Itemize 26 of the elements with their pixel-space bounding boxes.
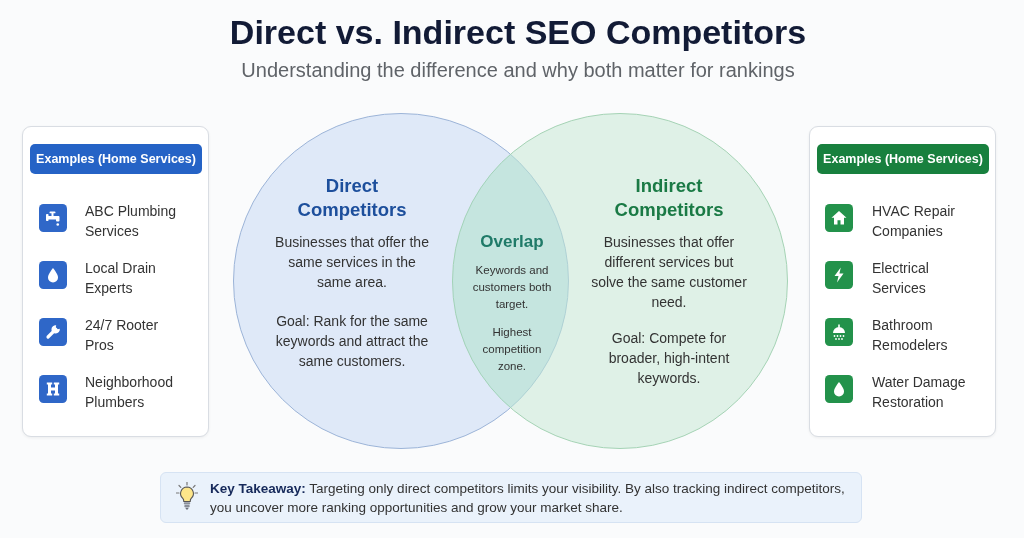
circle-title: Indirect Competitors: [613, 174, 725, 222]
example-name: Neighborhood Plumbers: [85, 373, 174, 412]
example-name: ABC Plumbing Services: [85, 202, 178, 241]
description-text: Goal: Rank for the same keywords and attract the same customers.: [274, 312, 430, 371]
description-text: Keywords and customers both target.: [471, 262, 553, 312]
example-name: Electrical Services: [872, 259, 930, 298]
example-name: Local Drain Experts: [85, 259, 157, 298]
description-text: Highest competition zone.: [481, 324, 543, 374]
takeaway-banner: [160, 472, 862, 523]
panel-header: Examples (Home Services): [817, 144, 989, 174]
example-name: HVAC Repair Companies: [872, 202, 956, 241]
description-text: Businesses that offer the same services in the same area.: [274, 233, 430, 292]
example-name: Water Damage Restoration: [872, 373, 967, 412]
panel-header: Examples (Home Services): [30, 144, 202, 174]
example-name: 24/7 Rooter Pros: [85, 316, 160, 355]
diagram-title: Direct vs. Indirect SEO Competitors: [229, 13, 807, 52]
examples-panel: [22, 126, 209, 437]
example-name: Bathroom Remodelers: [872, 316, 949, 355]
venn-overlap-region: [452, 154, 569, 408]
subtitle: Understanding the difference and why both matter for rankings: [241, 58, 795, 82]
takeaway-text: Key Takeaway: Targeting only direct competitors limits your visibility. By also tracking indirect competitors, you uncover more ranking opportunities and grow your market share.: [210, 480, 846, 517]
examples-panel: [809, 126, 996, 437]
description-text: Goal: Compete for broader, high-intent keywords.: [607, 329, 731, 388]
overlap-title: Overlap: [479, 232, 545, 252]
circle-title: Direct Competitors: [296, 174, 408, 222]
description-text: Businesses that offer different services but solve the same customer need.: [590, 233, 748, 312]
